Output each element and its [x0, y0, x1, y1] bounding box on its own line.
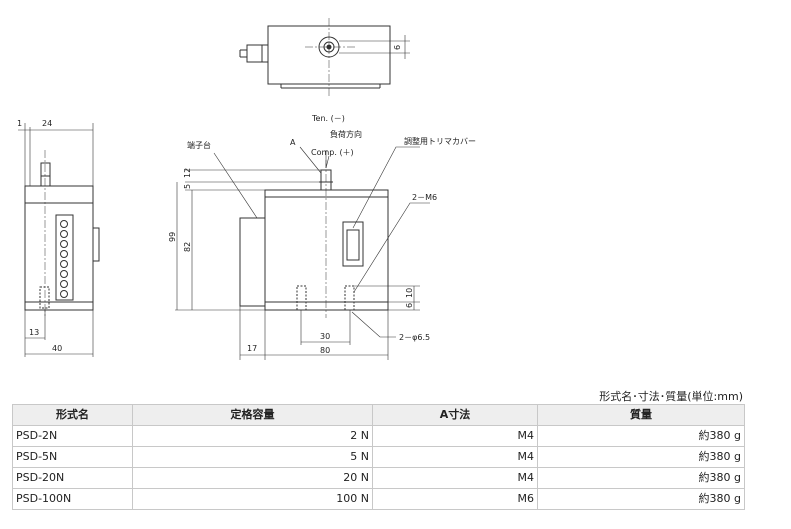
label-a: A	[290, 138, 296, 147]
header-mass: 質量	[537, 404, 745, 426]
label-thread: 2－M6	[412, 193, 437, 202]
dimension-drawing: 6 1 24 13 40 5 12 99 82 17 30 80 6 10 Te…	[17, 18, 476, 360]
header-model: 形式名	[12, 404, 133, 426]
table-row: PSD-20N 20 N M4 約380 g	[12, 467, 745, 489]
cell-capacity: 2 N	[132, 425, 373, 447]
dim-1: 1	[17, 119, 22, 128]
cell-capacity: 20 N	[132, 467, 373, 489]
dim-5: 5	[183, 184, 192, 189]
label-tension: Ten. (－)	[311, 114, 345, 123]
table-header-row: 形式名 定格容量 A寸法 質量	[12, 404, 745, 426]
cell-model: PSD-5N	[12, 446, 133, 468]
cell-mass: 約380 g	[537, 425, 745, 447]
cell-mass: 約380 g	[537, 467, 745, 489]
terminal-screws	[60, 220, 68, 298]
center-lines	[44, 18, 357, 318]
cell-mass: 約380 g	[537, 446, 745, 468]
cell-mass: 約380 g	[537, 488, 745, 510]
dim-24: 24	[42, 119, 52, 128]
cell-capacity: 5 N	[132, 446, 373, 468]
table-caption: 形式名･寸法･質量(単位:mm)	[599, 390, 743, 403]
dim-10: 10	[405, 288, 414, 298]
cell-a-dimension: M4	[372, 425, 538, 447]
dim-13: 13	[29, 328, 39, 337]
dim-40: 40	[52, 344, 62, 353]
cell-a-dimension: M6	[372, 488, 538, 510]
cell-model: PSD-100N	[12, 488, 133, 510]
terminal-block-icon	[55, 214, 74, 301]
dim-82: 82	[183, 242, 192, 252]
left-side-view	[18, 123, 100, 357]
cell-a-dimension: M4	[372, 446, 538, 468]
dim-99: 99	[168, 232, 177, 242]
top-view	[239, 25, 410, 89]
table-row: PSD-100N 100 N M6 約380 g	[12, 488, 745, 510]
label-compression: Comp. (＋)	[311, 148, 354, 157]
dim-80: 80	[320, 346, 330, 355]
dim-6-side: 6	[405, 303, 414, 308]
drawing-labels: 6 1 24 13 40 5 12 99 82 17 30 80 6 10 Te…	[17, 45, 476, 355]
spec-table: 形式名 定格容量 A寸法 質量 PSD-2N 2 N M4 約380 g PSD…	[12, 404, 745, 510]
cell-a-dimension: M4	[372, 467, 538, 489]
cell-model: PSD-20N	[12, 467, 133, 489]
table-row: PSD-5N 5 N M4 約380 g	[12, 446, 745, 468]
dim-6-top: 6	[393, 45, 402, 50]
dim-30: 30	[320, 332, 330, 341]
header-rated-capacity: 定格容量	[132, 404, 373, 426]
label-trimmer-cover: 調整用トリマカバー	[404, 136, 476, 146]
dim-12: 12	[183, 168, 192, 178]
dim-17: 17	[247, 344, 257, 353]
table-row: PSD-2N 2 N M4 約380 g	[12, 425, 745, 447]
front-view	[175, 146, 430, 360]
header-a-dimension: A寸法	[372, 404, 538, 426]
label-terminal-block: 端子台	[187, 140, 211, 150]
cell-capacity: 100 N	[132, 488, 373, 510]
cell-model: PSD-2N	[12, 425, 133, 447]
label-hole: 2－φ6.5	[399, 333, 430, 342]
label-load-direction: 負荷方向	[330, 129, 362, 139]
